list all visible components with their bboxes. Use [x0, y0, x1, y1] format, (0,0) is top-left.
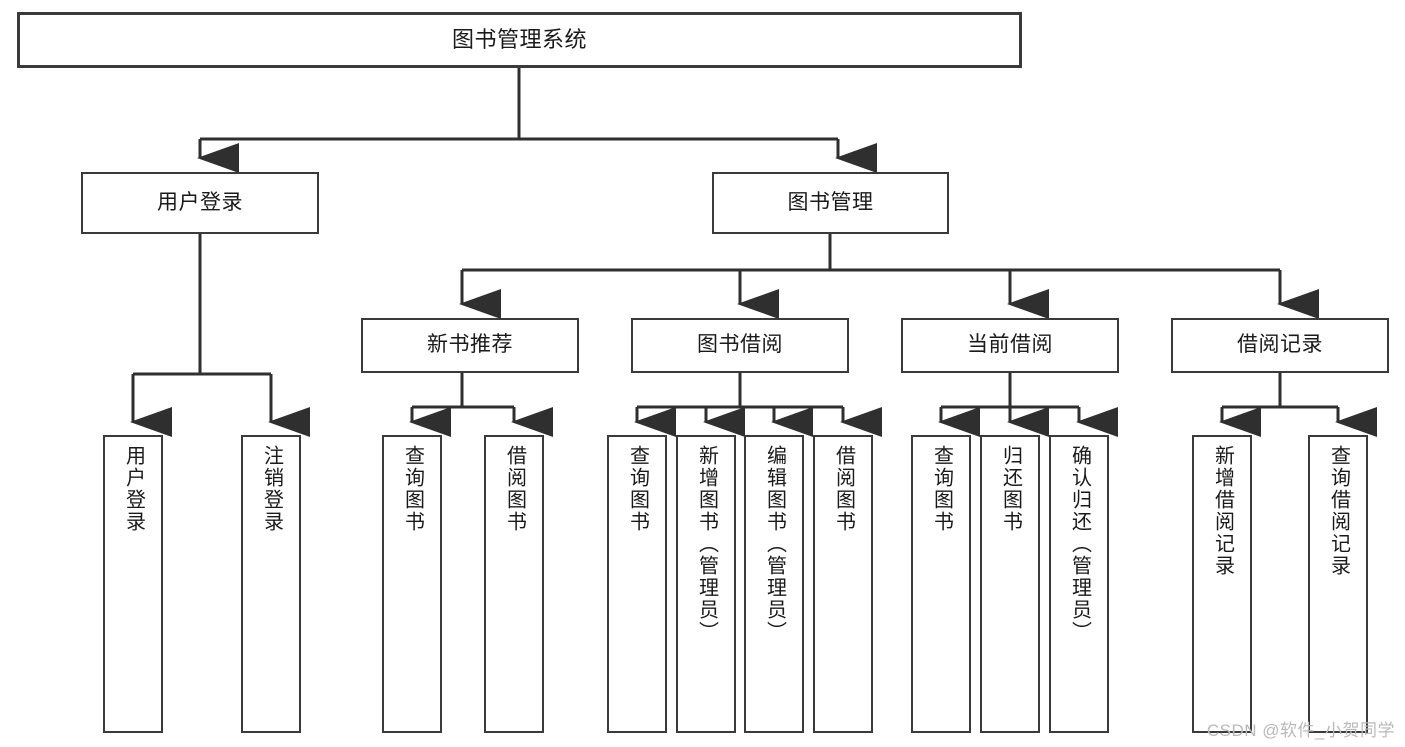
watermark-text: CSDN @软件_小贺同学 — [1206, 721, 1395, 740]
leaf-current-return-book-label: 归还图书 — [999, 445, 1022, 533]
leaf-borrow-edit-book-label: 编辑图书（管理员） — [763, 445, 786, 643]
node-borrow-record-label: 借阅记录 — [1237, 333, 1323, 357]
leaf-recommend-query-book-label: 查询图书 — [401, 445, 424, 533]
leaf-record-query-record-label: 查询借阅记录 — [1327, 445, 1350, 577]
node-new-book-recommend-label: 新书推荐 — [427, 333, 513, 357]
leaf-borrow-borrow-book[interactable]: 借阅图书 — [813, 435, 873, 733]
leaf-borrow-edit-book[interactable]: 编辑图书（管理员） — [744, 435, 804, 733]
leaf-borrow-add-book[interactable]: 新增图书（管理员） — [676, 435, 736, 733]
node-root-label: 图书管理系统 — [451, 27, 587, 53]
leaf-current-confirm-return-label: 确认归还（管理员） — [1068, 445, 1091, 643]
node-current-borrow[interactable]: 当前借阅 — [901, 318, 1119, 373]
leaf-recommend-query-book[interactable]: 查询图书 — [382, 435, 442, 733]
node-book-borrow-label: 图书借阅 — [697, 333, 783, 357]
leaf-current-query-book-label: 查询图书 — [930, 445, 953, 533]
node-new-book-recommend[interactable]: 新书推荐 — [361, 318, 579, 373]
leaf-current-confirm-return[interactable]: 确认归还（管理员） — [1049, 435, 1109, 733]
leaf-record-add-record[interactable]: 新增借阅记录 — [1192, 435, 1252, 733]
node-book-management[interactable]: 图书管理 — [712, 172, 949, 234]
leaf-user-login[interactable]: 用户登录 — [103, 435, 163, 733]
leaf-logout-login[interactable]: 注销登录 — [241, 435, 301, 733]
leaf-borrow-borrow-book-label: 借阅图书 — [832, 445, 855, 533]
leaf-recommend-borrow-book[interactable]: 借阅图书 — [484, 435, 544, 733]
leaf-recommend-borrow-book-label: 借阅图书 — [503, 445, 526, 533]
node-root-system[interactable]: 图书管理系统 — [17, 12, 1022, 68]
leaf-logout-login-label: 注销登录 — [260, 445, 283, 533]
leaf-current-query-book[interactable]: 查询图书 — [911, 435, 971, 733]
node-current-borrow-label: 当前借阅 — [967, 333, 1053, 357]
node-borrow-record[interactable]: 借阅记录 — [1171, 318, 1389, 373]
node-user-login-label: 用户登录 — [157, 190, 243, 214]
node-user-login[interactable]: 用户登录 — [81, 172, 319, 234]
node-book-management-label: 图书管理 — [787, 190, 874, 214]
leaf-record-query-record[interactable]: 查询借阅记录 — [1308, 435, 1368, 733]
leaf-current-return-book[interactable]: 归还图书 — [980, 435, 1040, 733]
leaf-user-login-label: 用户登录 — [122, 445, 145, 533]
node-book-borrow[interactable]: 图书借阅 — [631, 318, 849, 373]
leaf-borrow-query-book[interactable]: 查询图书 — [607, 435, 667, 733]
leaf-borrow-query-book-label: 查询图书 — [626, 445, 649, 533]
leaf-record-add-record-label: 新增借阅记录 — [1211, 445, 1234, 577]
leaf-borrow-add-book-label: 新增图书（管理员） — [695, 445, 718, 643]
